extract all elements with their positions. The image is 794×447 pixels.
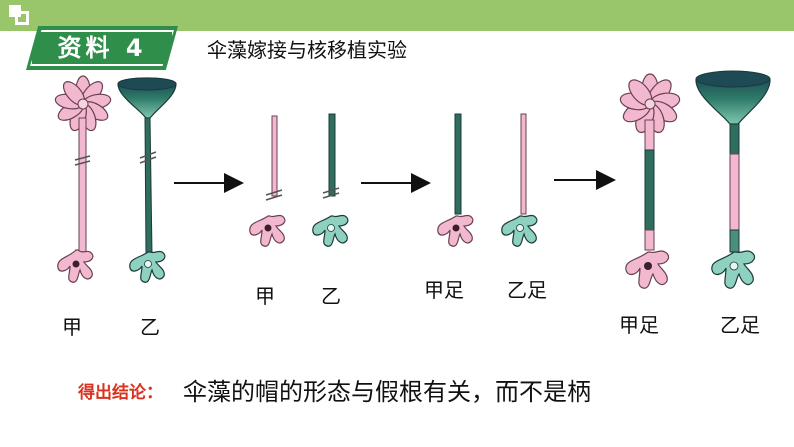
rhizoid-icon <box>625 250 670 289</box>
rhizoid-icon <box>437 214 474 247</box>
rhizoid-icon <box>249 214 286 247</box>
conclusion-label: 得出结论： <box>78 383 163 403</box>
page-subtitle: 伞藻嫁接与核移植实验 <box>207 38 407 62</box>
graft-yi-foot <box>501 113 538 247</box>
alga-yi-stalk-cut <box>312 113 349 247</box>
corner-decoration-outline <box>15 11 29 25</box>
label-stage3-yi-foot: 乙足 <box>507 278 547 302</box>
alga-yi-whole <box>117 77 177 283</box>
section-tag <box>26 26 178 70</box>
rhizoid-icon <box>129 250 166 283</box>
label-stage3-jia-foot: 甲足 <box>424 278 464 302</box>
top-banner <box>0 0 794 31</box>
regrown-yi-foot <box>695 70 771 289</box>
alga-jia-whole <box>54 75 112 283</box>
label-stage1-yi: 乙 <box>140 315 160 339</box>
label-stage2-jia: 甲 <box>255 284 275 308</box>
rhizoid-icon <box>711 250 756 289</box>
regrown-jia-foot <box>619 73 681 289</box>
section-tag-label: 资料 4 <box>57 34 147 62</box>
conclusion-text: 伞藻的帽的形态与假根有关，而不是柄 <box>183 378 591 406</box>
rhizoid-icon <box>501 214 538 247</box>
label-stage1-jia: 甲 <box>62 315 82 339</box>
rhizoid-icon <box>312 214 349 247</box>
label-stage4-yi-foot: 乙足 <box>720 313 760 337</box>
rhizoid-icon <box>57 249 94 283</box>
flower-cap-icon <box>54 75 112 132</box>
label-stage4-jia-foot: 甲足 <box>619 313 659 337</box>
label-stage2-yi: 乙 <box>321 284 341 308</box>
graft-jia-foot <box>437 113 474 247</box>
flower-cap-icon <box>619 73 681 134</box>
alga-jia-stalk-cut <box>249 115 286 247</box>
